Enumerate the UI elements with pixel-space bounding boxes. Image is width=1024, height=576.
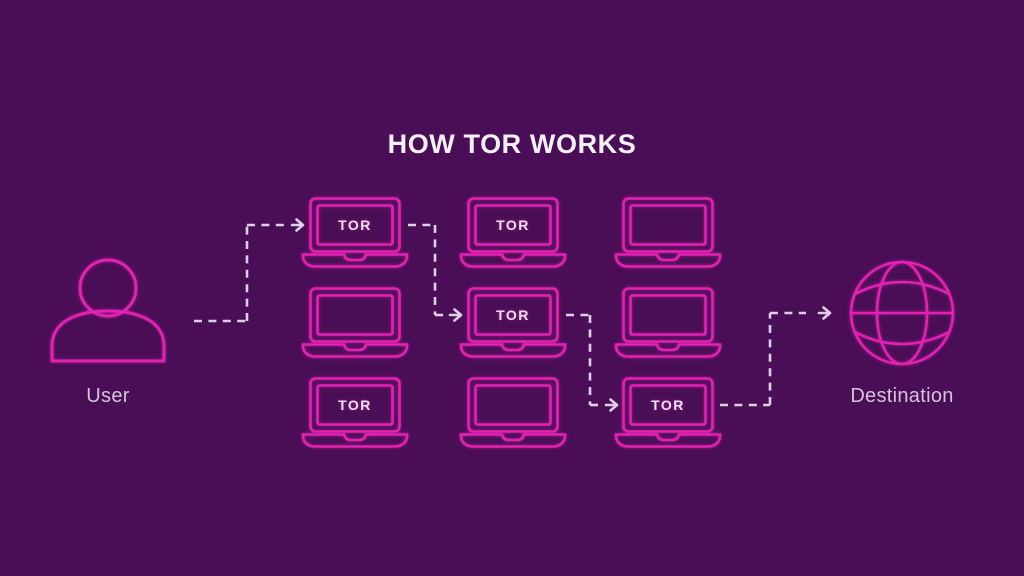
arrow-relay9-to-destination: [720, 306, 832, 407]
relay-node-6: [613, 286, 723, 360]
relay-label: TOR: [496, 307, 530, 323]
user-label: User: [86, 385, 130, 407]
relay-label: TOR: [651, 397, 685, 413]
relay-label: TOR: [338, 397, 372, 413]
laptop-icon: [459, 287, 567, 358]
relay-node-5: TOR: [458, 286, 568, 360]
relay-node-8: [458, 376, 568, 450]
relay-label: TOR: [496, 217, 530, 233]
relay-node-1: TOR: [300, 196, 410, 270]
laptop-icon: [301, 377, 409, 448]
laptop-icon: [614, 197, 722, 268]
relay-node-3: [613, 196, 723, 270]
relay-node-4: [300, 286, 410, 360]
laptop-icon: [614, 377, 722, 448]
destination-label: Destination: [850, 385, 954, 407]
laptop-icon: [301, 287, 409, 358]
page-title: HOW TOR WORKS: [387, 129, 637, 159]
arrow-relay1-to-relay5: [408, 223, 463, 322]
laptop-icon: [614, 287, 722, 358]
arrow-relay5-to-relay9: [566, 313, 619, 412]
relay-node-7: TOR: [300, 376, 410, 450]
arrow-user-to-relay1: [194, 218, 305, 323]
laptop-icon: [459, 197, 567, 268]
person-icon: [50, 258, 166, 363]
relay-node-2: TOR: [458, 196, 568, 270]
laptop-icon: [301, 197, 409, 268]
relay-label: TOR: [338, 217, 372, 233]
relay-node-9: TOR: [613, 376, 723, 450]
laptop-icon: [459, 377, 567, 448]
globe-icon: [849, 260, 955, 366]
